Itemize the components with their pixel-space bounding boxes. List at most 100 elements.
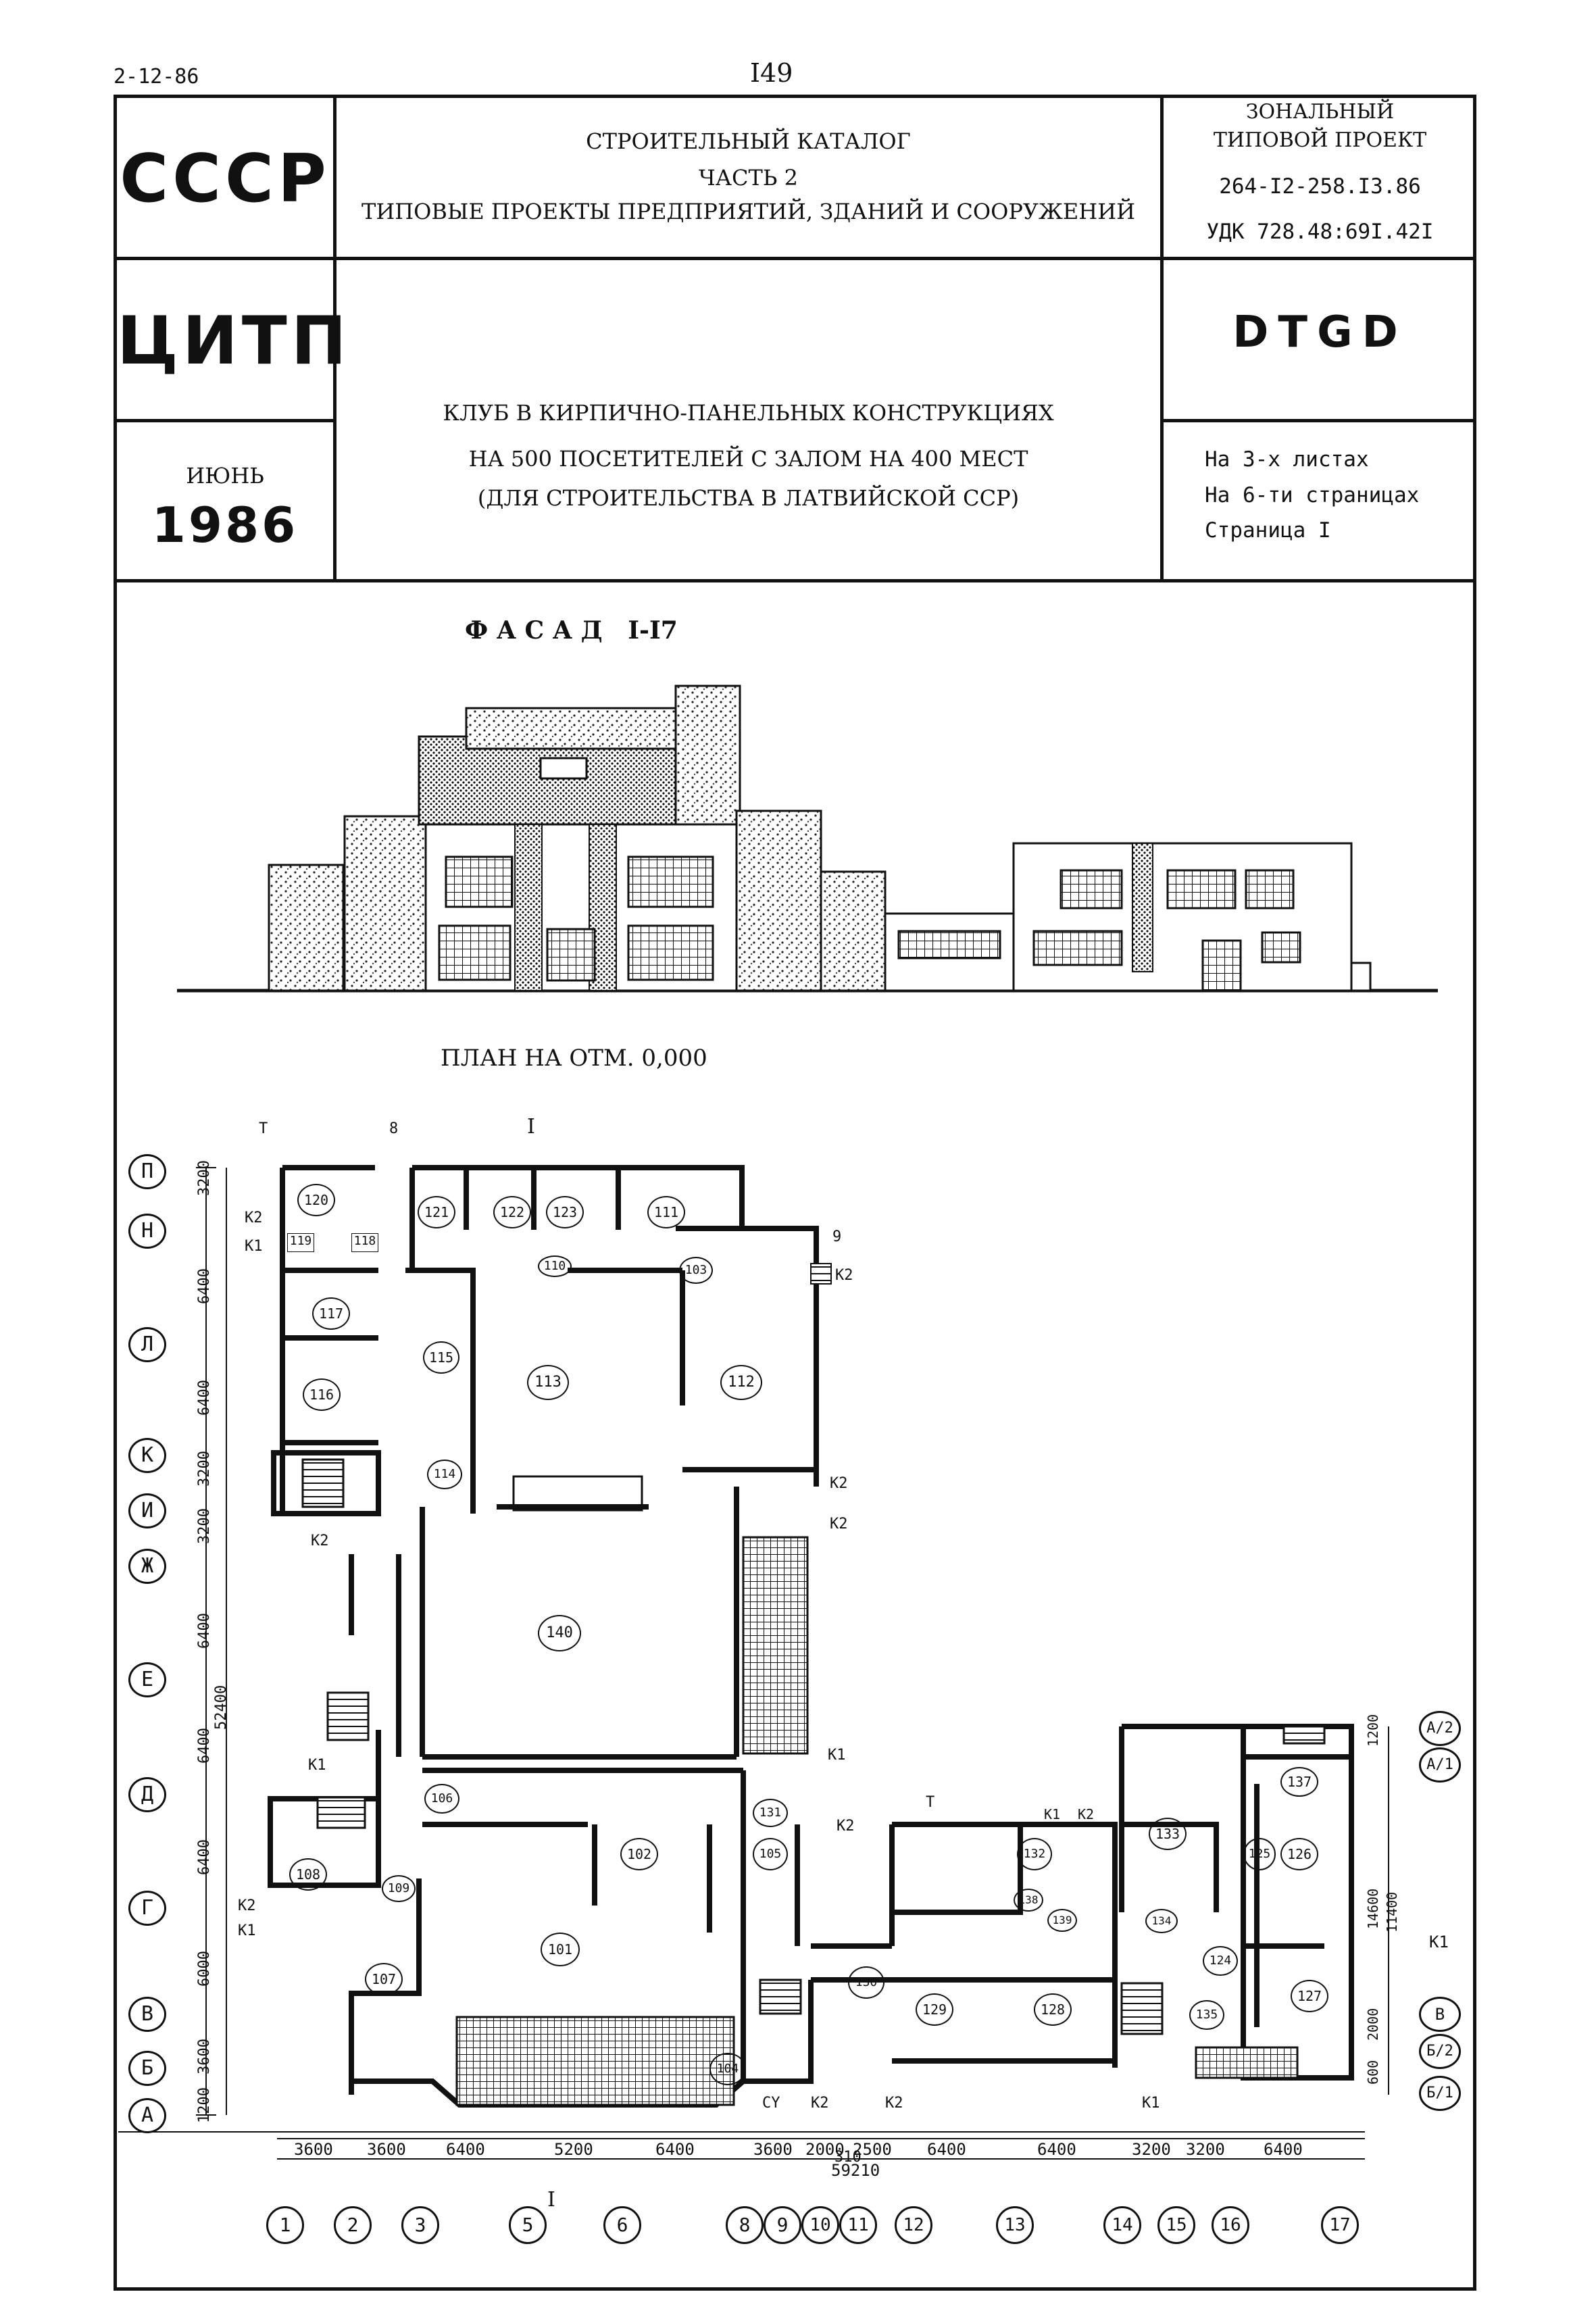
room-118: 118 [351,1233,378,1252]
section-marker-top: I [527,1115,535,1139]
column-axis-14: 14 [1103,2206,1141,2244]
sheets-count: На 3-х листах [1205,447,1369,472]
header-vertical-right [1160,95,1164,581]
header-vertical-left [333,95,336,581]
room-126: 126 [1280,1838,1318,1870]
room-131: 131 [753,1799,788,1827]
marker-t: T [259,1120,268,1137]
right-axis-b1: Б/1 [1419,2076,1461,2111]
row-axis-k: К [128,1438,166,1473]
column-axis-6: 6 [603,2206,641,2244]
room-130: 130 [848,1966,884,1999]
room-140: 140 [538,1615,581,1651]
room-101: 101 [541,1933,580,1966]
row-axis-n: Н [128,1214,166,1249]
room-120: 120 [297,1184,335,1216]
column-axis-13: 13 [996,2206,1034,2244]
marker-t: T [926,1794,935,1811]
stamp-label: DTGD [1232,307,1407,357]
right-axis-v: В [1419,1997,1461,2032]
room-134: 134 [1145,1909,1178,1933]
left-column-divider [114,419,334,422]
marker-k1: K1 [238,1922,256,1939]
catalog-part: ЧАСТЬ 2 [699,165,798,191]
room-109: 109 [382,1875,416,1902]
row-dim: 6400 [196,1268,213,1304]
room-102: 102 [620,1838,658,1870]
room-125: 125 [1243,1838,1276,1870]
column-axis-3: 3 [401,2206,439,2244]
marker-k1: K1 [1044,1806,1061,1822]
column-dim: 3200 [1186,2140,1225,2159]
column-dim: 6400 [1264,2140,1303,2159]
marker-k1: K1 [308,1757,326,1774]
project-kind-line-1: ЗОНАЛЬНЫЙ [1245,100,1395,124]
page-number: I49 [750,58,793,88]
plan-title: ПЛАН НА ОТМ. 0,000 [441,1045,707,1072]
column-axis-11: 11 [839,2206,877,2244]
column-axis-16: 16 [1212,2206,1249,2244]
row-axis-e: Е [128,1662,166,1697]
row-dim: 3200 [196,1451,213,1487]
row-axis-p: П [128,1154,166,1189]
header-bottom-divider [114,579,1476,582]
column-dim: 3600 [294,2140,333,2159]
row-dim: 6400 [196,1728,213,1764]
right-dim-extra: 11400 [1384,1891,1400,1933]
country-label: СССР [120,141,330,218]
column-dim: 6400 [446,2140,485,2159]
room-132: 132 [1017,1838,1052,1870]
room-135: 135 [1189,2000,1224,2030]
object-title-line-1: КЛУБ В КИРПИЧНО-ПАНЕЛЬНЫХ КОНСТРУКЦИЯХ [443,400,1054,426]
room-124: 124 [1203,1946,1238,1976]
room-121: 121 [418,1196,455,1228]
right-dim: 1200 [1365,1714,1381,1747]
object-title-line-3: (ДЛЯ СТРОИТЕЛЬСТВА В ЛАТВИЙСКОЙ ССР) [477,485,1020,511]
row-axis-v: В [128,1997,166,2032]
room-116: 116 [303,1378,341,1411]
right-axis-a2: А/2 [1419,1711,1461,1746]
marker-k2: K2 [811,2095,829,2112]
marker-k2: K2 [311,1533,329,1549]
project-kind-line-2: ТИПОВОЙ ПРОЕКТ [1213,128,1427,152]
right-axis-b2: Б/2 [1419,2034,1461,2069]
org-label: ЦИТП [117,303,351,380]
room-123: 123 [546,1196,584,1228]
catalog-subtitle: ТИПОВЫЕ ПРОЕКТЫ ПРЕДПРИЯТИЙ, ЗДАНИЙ И СО… [361,199,1135,224]
column-dim: 3600 [753,2140,793,2159]
month-label: ИЮНЬ [186,463,264,489]
column-dim: 5200 [554,2140,593,2159]
marker-k2: K2 [1078,1806,1095,1822]
column-axis-5: 5 [509,2206,547,2244]
room-117: 117 [312,1297,350,1330]
room-108: 108 [289,1858,327,1891]
total-height-dim: 52400 [213,1685,230,1730]
column-dim: 6400 [655,2140,695,2159]
column-axis-10: 10 [801,2206,839,2244]
marker-k2: K2 [238,1897,256,1914]
sheet-frame [114,95,1476,2291]
marker-k2: K2 [830,1475,848,1492]
marker-cy: CY [762,2095,780,2112]
row-axis-zh: Ж [128,1549,166,1584]
header-divider [114,257,1476,260]
page-indicator: Страница I [1205,518,1331,543]
room-115: 115 [423,1341,459,1374]
catalog-title: СТРОИТЕЛЬНЫЙ КАТАЛОГ [586,128,911,154]
marker-9: 9 [832,1228,842,1245]
row-axis-l: Л [128,1327,166,1362]
section-marker-bottom: I [547,2188,555,2212]
row-axis-d: Д [128,1777,166,1812]
year-label: 1986 [151,497,299,553]
column-axis-1: 1 [266,2206,304,2244]
marker-8: 8 [389,1120,399,1137]
row-axis-b: Б [128,2051,166,2086]
column-axis-8: 8 [726,2206,764,2244]
room-122: 122 [493,1196,531,1228]
column-dim: 6400 [927,2140,966,2159]
marker-k2: K2 [245,1210,263,1226]
object-title-line-2: НА 500 ПОСЕТИТЕЛЕЙ С ЗАЛОМ НА 400 МЕСТ [468,446,1028,472]
row-axis-i: И [128,1493,166,1528]
row-dim: 1200 [196,2087,213,2123]
marker-k1: K1 [1429,1933,1449,1951]
